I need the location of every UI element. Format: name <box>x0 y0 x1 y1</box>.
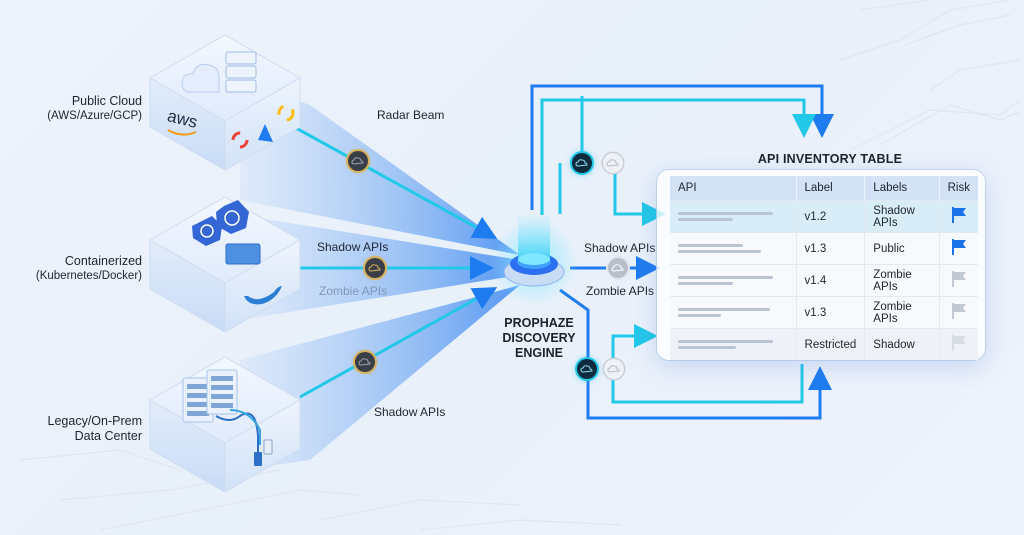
flow-label-zombie-apis: Zombie APIs <box>319 284 388 298</box>
source-label-containerized: Containerized (Kubernetes/Docker) <box>0 254 142 284</box>
flow-label-radar-beam: Radar Beam <box>377 108 445 122</box>
cell-labels: Shadow APIs <box>864 200 940 233</box>
source-label-legacy: Legacy/On-Prem Data Center <box>0 414 142 444</box>
cell-label: v1.2 <box>796 200 866 233</box>
cell-labels: Public <box>864 232 940 265</box>
block-public-cloud: aws <box>148 34 302 171</box>
risk-flag-icon <box>951 207 966 223</box>
cell-risk <box>939 328 978 360</box>
flow-label-shadow-apis: Shadow APIs <box>317 240 389 254</box>
column-header-label: Label <box>796 176 866 201</box>
container-icon <box>225 243 261 265</box>
risk-flag-icon <box>951 271 966 287</box>
kubernetes-logo-icon <box>216 200 249 234</box>
server-rack-icon <box>182 377 214 423</box>
azure-logo-icon <box>258 124 273 142</box>
google-cloud-logo-icon <box>231 131 249 149</box>
source-detail: (Kubernetes/Docker) <box>35 270 142 282</box>
inventory-table-title: API INVENTORY TABLE <box>757 152 903 166</box>
server-rack-icon <box>206 369 238 415</box>
engine-output-label-shadow: Shadow APIs <box>584 241 656 255</box>
source-detail: (AWS/Azure/GCP) <box>47 110 142 122</box>
cloud-inactive-badge-icon <box>604 359 624 379</box>
source-detail: Data Center <box>74 429 142 443</box>
flow-line-legacy <box>299 287 498 399</box>
risk-flag-icon <box>951 303 966 319</box>
connector-top-outer <box>530 84 834 210</box>
column-header-risk: Risk <box>939 176 978 201</box>
connector-top-row1 <box>558 96 660 214</box>
column-header-labels: Labels <box>864 176 940 201</box>
cell-labels: Zombie APIs <box>864 296 940 329</box>
block-containerized <box>148 196 302 333</box>
api-name-placeholder <box>670 328 797 360</box>
engine-title-line: DISCOVERY <box>502 331 576 345</box>
connector-bottom-inner <box>611 364 804 404</box>
cell-risk <box>939 232 978 265</box>
cell-label: v1.4 <box>796 264 866 297</box>
risk-flag-icon <box>951 239 966 255</box>
kubernetes-logo-icon <box>192 216 222 246</box>
column-header-api: API <box>670 176 797 201</box>
engine-output-label-zombie: Zombie APIs <box>586 284 655 298</box>
risk-flag-icon <box>951 335 966 351</box>
cell-risk <box>939 296 978 329</box>
cloud-inactive-badge-icon <box>603 153 623 173</box>
cell-labels: Zombie APIs <box>864 264 940 297</box>
connector-top-inner <box>540 98 816 215</box>
api-name-placeholder <box>670 232 797 265</box>
table-header-row: API Label Labels Risk <box>670 176 978 201</box>
docker-logo-icon <box>244 286 282 305</box>
cell-risk <box>939 264 978 297</box>
cloud-badge-icon <box>608 258 628 278</box>
cell-risk <box>939 200 978 233</box>
server-rack-icon <box>225 51 257 93</box>
api-name-placeholder <box>670 200 797 233</box>
engine-title-line: PROPHAZE <box>504 316 574 330</box>
cloud-active-badge-icon <box>577 359 597 379</box>
radar-beam-bottom <box>240 285 520 470</box>
usb-cable-icon <box>215 412 259 456</box>
engine-title-line: ENGINE <box>515 346 563 360</box>
cell-label: v1.3 <box>796 232 866 265</box>
cloud-lock-badge-icon <box>355 352 375 372</box>
block-legacy-datacenter <box>148 356 302 493</box>
api-name-placeholder <box>670 264 797 297</box>
source-name: Public Cloud <box>71 94 142 108</box>
google-cloud-logo-icon <box>277 104 295 122</box>
cell-label: Restricted <box>796 328 866 360</box>
cell-labels: Shadow <box>864 328 940 360</box>
cloud-icon <box>181 63 220 93</box>
connector-bottom-row5 <box>611 324 658 360</box>
engine-title: PROPHAZE DISCOVERY ENGINE <box>494 316 584 361</box>
source-name: Containerized <box>64 254 142 268</box>
source-label-public-cloud: Public Cloud (AWS/Azure/GCP) <box>0 94 142 124</box>
source-name: Legacy/On-Prem <box>47 414 142 428</box>
cloud-lock-badge-icon <box>348 151 368 171</box>
cloud-active-badge-icon <box>572 153 592 173</box>
cell-label: v1.3 <box>796 296 866 329</box>
api-name-placeholder <box>670 296 797 329</box>
cloud-lock-badge-icon <box>365 258 385 278</box>
flow-line-cloud <box>295 126 498 239</box>
flow-label-shadow-apis-bottom: Shadow APIs <box>374 405 446 419</box>
connector-bottom-outer <box>559 288 832 420</box>
